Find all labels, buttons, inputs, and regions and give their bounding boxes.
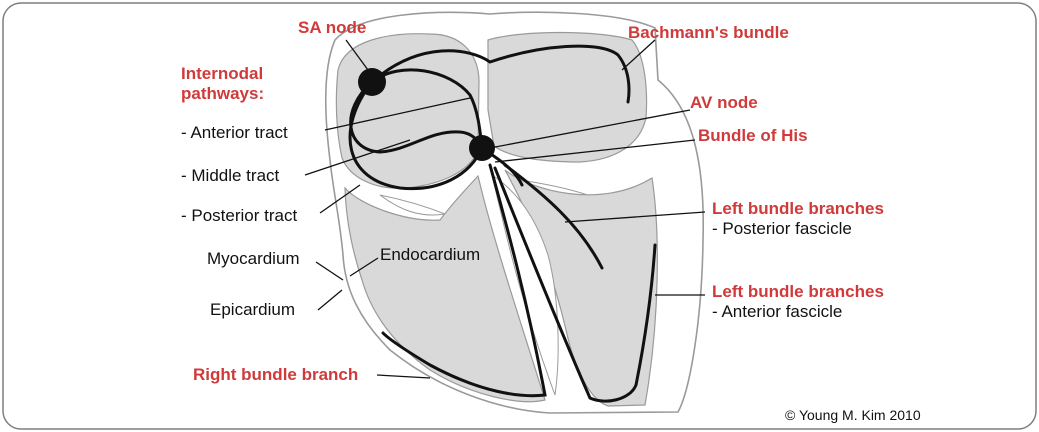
- internodal-label-line2: pathways:: [181, 84, 264, 103]
- sa-node-dot: [358, 68, 386, 96]
- posterior-tract-label: - Posterior tract: [181, 206, 297, 225]
- bachmanns-bundle-label: Bachmann's bundle: [628, 23, 789, 42]
- left-bundle-posterior-title: Left bundle branches: [712, 199, 884, 218]
- middle-tract-label: - Middle tract: [181, 166, 280, 185]
- sa-node-label: SA node: [298, 18, 366, 37]
- internodal-label-line1: Internodal: [181, 64, 263, 83]
- endocardium-label: Endocardium: [380, 245, 480, 264]
- copyright-notice: © Young M. Kim 2010: [785, 407, 921, 423]
- left-bundle-anterior-sub: - Anterior fascicle: [712, 302, 842, 321]
- anterior-tract-label: - Anterior tract: [181, 123, 288, 142]
- av-node-label: AV node: [690, 93, 758, 112]
- bundle-of-his-label: Bundle of His: [698, 126, 808, 145]
- left-atrium: [488, 33, 647, 163]
- right-bundle-branch-label: Right bundle branch: [193, 365, 358, 384]
- left-bundle-posterior-sub: - Posterior fascicle: [712, 219, 852, 238]
- left-bundle-anterior-title: Left bundle branches: [712, 282, 884, 301]
- epicardium-label: Epicardium: [210, 300, 295, 319]
- myocardium-label: Myocardium: [207, 249, 300, 268]
